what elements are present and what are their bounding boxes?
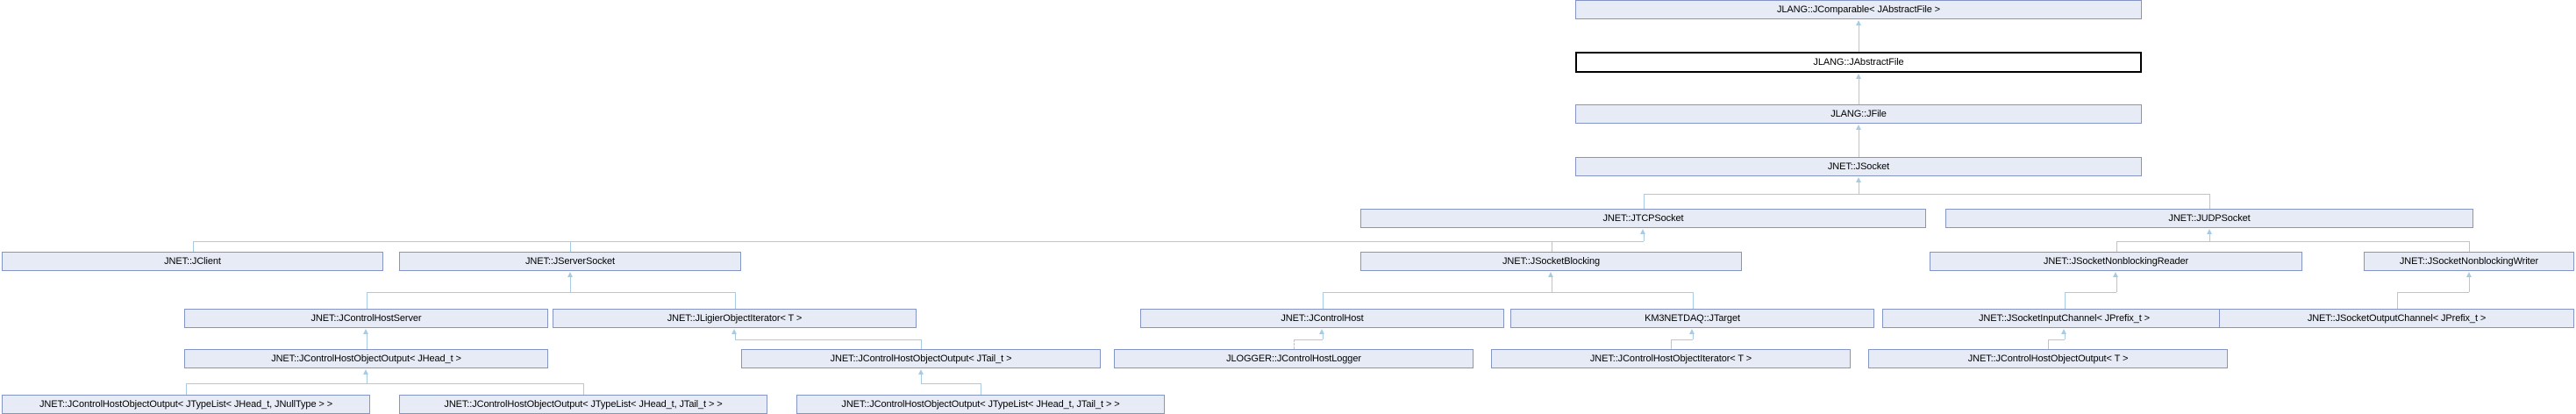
inheritance-edge-segment <box>2396 292 2398 309</box>
inheritance-edge-segment <box>921 375 922 383</box>
inheritance-edge-segment <box>734 334 736 339</box>
inheritance-edge-segment <box>2048 339 2065 340</box>
inheritance-edge-segment <box>734 339 921 340</box>
inheritance-arrow-icon <box>1855 177 1861 182</box>
inheritance-edge-segment <box>583 383 584 395</box>
class-node[interactable]: JNET::JServerSocket <box>399 252 741 271</box>
inheritance-edge-segment <box>1294 339 1323 340</box>
inheritance-edge-segment <box>186 383 583 384</box>
class-node[interactable]: JNET::JControlHostObjectOutput< JHead_t … <box>184 349 548 368</box>
inheritance-arrow-icon <box>2465 272 2472 277</box>
inheritance-edge-segment <box>921 339 922 349</box>
class-node[interactable]: JNET::JTCPSocket <box>1360 209 1926 228</box>
inheritance-arrow-icon <box>1855 74 1861 79</box>
inheritance-arrow-icon <box>2113 272 2118 277</box>
inheritance-arrow-icon <box>1689 329 1695 334</box>
inheritance-edge-segment <box>734 292 736 309</box>
inheritance-edge-segment <box>1643 234 1645 241</box>
class-node[interactable]: JNET::JControlHost <box>1140 309 1504 328</box>
class-node[interactable]: KM3NETDAQ::JTarget <box>1510 309 1874 328</box>
inheritance-arrow-icon <box>1548 272 1553 277</box>
inheritance-edge-segment <box>1643 194 1645 209</box>
inheritance-edge-segment <box>192 241 1644 242</box>
inheritance-edge-segment <box>2048 339 2049 349</box>
inheritance-arrow-icon <box>1855 20 1861 25</box>
inheritance-edge-segment <box>570 277 571 292</box>
class-node[interactable]: JNET::JSocketBlocking <box>1360 252 1742 271</box>
inheritance-edge-segment <box>2064 292 2066 309</box>
inheritance-edge-segment <box>1322 292 1324 309</box>
class-node[interactable]: JNET::JSocketInputChannel< JPrefix_t > <box>1882 309 2246 328</box>
inheritance-edge-segment <box>2209 234 2210 241</box>
inheritance-arrow-icon <box>917 369 924 375</box>
inheritance-edge-segment <box>192 241 194 252</box>
class-node[interactable]: JNET::JLigierObjectIterator< T > <box>553 309 917 328</box>
inheritance-arrow-icon <box>567 272 573 277</box>
inheritance-edge-segment <box>366 292 735 293</box>
inheritance-edge-segment <box>1643 194 2209 195</box>
inheritance-arrow-icon <box>1319 329 1324 334</box>
inheritance-edge-segment <box>1671 339 1672 349</box>
inheritance-edge-segment <box>2116 241 2469 242</box>
inheritance-edge-segment <box>1294 339 1295 349</box>
class-node[interactable]: JNET::JControlHostServer <box>184 309 548 328</box>
class-node[interactable]: JNET::JControlHostObjectOutput< JTypeLis… <box>2 395 370 414</box>
class-node[interactable]: JNET::JSocketNonblockingWriter <box>2364 252 2574 271</box>
inheritance-edge-segment <box>1322 292 1693 293</box>
inheritance-edge-segment <box>2469 241 2470 252</box>
inheritance-edge-segment <box>1322 334 1324 339</box>
class-node[interactable]: JNET::JUDPSocket <box>1945 209 2473 228</box>
class-node[interactable]: JNET::JSocketNonblockingReader <box>1930 252 2302 271</box>
inheritance-edge-segment <box>1671 339 1693 340</box>
inheritance-edge-segment <box>2209 194 2210 209</box>
inheritance-edge-segment <box>2116 241 2117 252</box>
class-node[interactable]: JNET::JControlHostObjectOutput< JTypeLis… <box>796 395 1165 414</box>
class-node[interactable]: JNET::JControlHostObjectOutput< JTypeLis… <box>399 395 767 414</box>
inheritance-arrow-icon <box>2206 229 2212 234</box>
class-node[interactable]: JNET::JSocket <box>1575 157 2142 176</box>
inheritance-arrow-icon <box>1855 125 1861 130</box>
inheritance-edge-segment <box>186 383 187 395</box>
class-node[interactable]: JNET::JSocketOutputChannel< JPrefix_t > <box>2219 309 2574 328</box>
inheritance-arrow-icon <box>731 329 737 334</box>
inheritance-arrow-icon <box>363 369 368 375</box>
inheritance-arrow-icon <box>2061 329 2066 334</box>
class-node[interactable]: JNET::JControlHostObjectIterator< T > <box>1491 349 1851 368</box>
inheritance-edge-segment <box>2116 277 2117 292</box>
class-node[interactable]: JNET::JClient <box>2 252 383 271</box>
class-node[interactable]: JLANG::JComparable< JAbstractFile > <box>1575 0 2142 19</box>
inheritance-edge-segment <box>2396 292 2469 293</box>
class-node[interactable]: JNET::JControlHostObjectOutput< T > <box>1868 349 2228 368</box>
inheritance-edge-segment <box>1692 334 1694 339</box>
inheritance-edge-segment <box>921 383 981 384</box>
class-node[interactable]: JLANG::JFile <box>1575 104 2142 124</box>
class-node[interactable]: JNET::JControlHostObjectOutput< JTail_t … <box>741 349 1101 368</box>
inheritance-arrow-icon <box>363 329 368 334</box>
inheritance-edge-segment <box>2064 334 2066 339</box>
inheritance-edge-segment <box>2469 277 2470 292</box>
inheritance-arrow-icon <box>1640 229 1645 234</box>
inheritance-edge-segment <box>2064 292 2116 293</box>
class-node[interactable]: JLANG::JAbstractFile <box>1575 52 2142 73</box>
inheritance-edge-segment <box>570 241 571 252</box>
class-node[interactable]: JLOGGER::JControlHostLogger <box>1114 349 1474 368</box>
inheritance-edge-segment <box>1692 292 1694 309</box>
